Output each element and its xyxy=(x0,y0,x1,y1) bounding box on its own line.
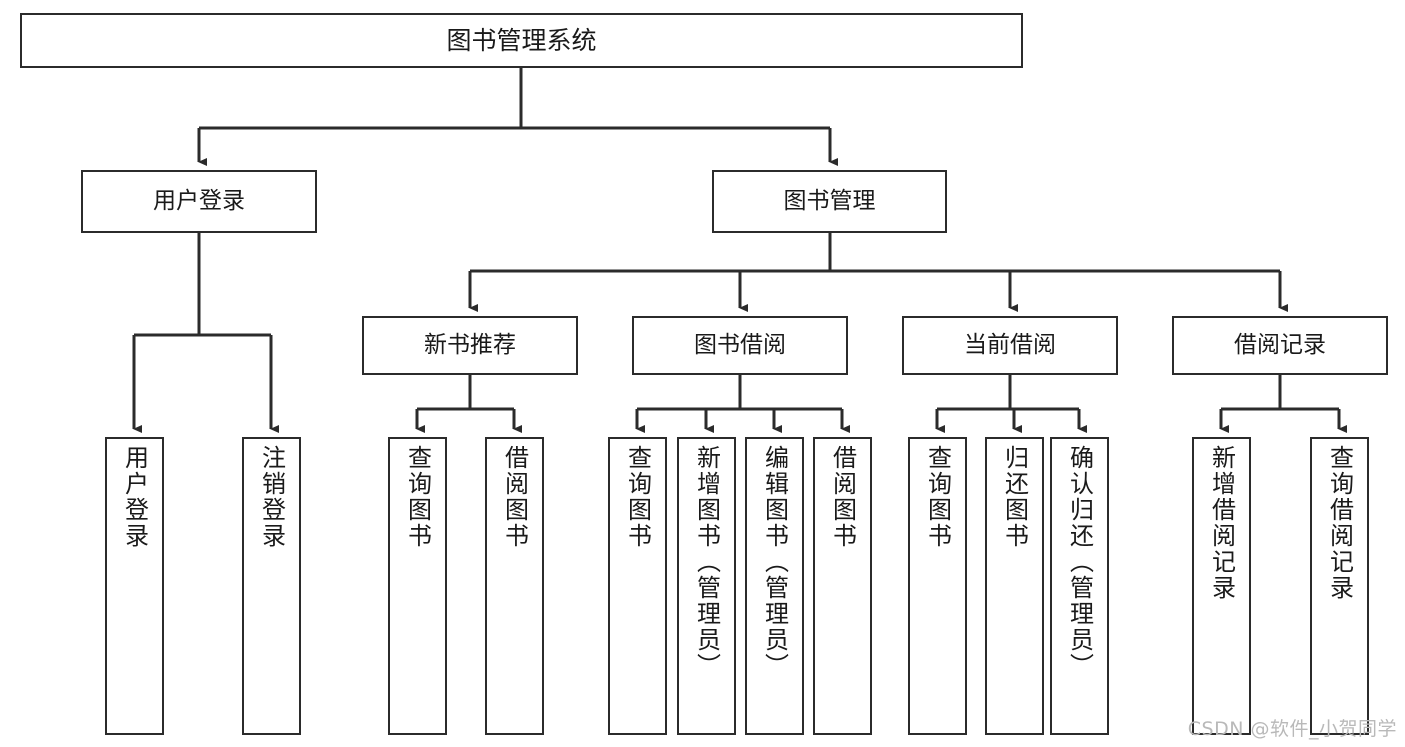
node-new-book-recommend-label: 新书推荐 xyxy=(424,331,516,358)
node-user-login-label: 用户登录 xyxy=(153,187,245,214)
leaf-edit-book[interactable]: 编辑图书（管理员） xyxy=(745,437,804,735)
node-book-manage-label: 图书管理 xyxy=(783,187,876,214)
leaf-query-borrow-record[interactable]: 查询借阅记录 xyxy=(1310,437,1369,735)
leaf-confirm-return[interactable]: 确认归还（管理员） xyxy=(1050,437,1109,735)
leaf-add-borrow-record-label: 新增借阅记录 xyxy=(1207,445,1236,601)
watermark: CSDN @软件_小贺同学 xyxy=(1187,718,1397,740)
leaf-add-book-label: 新增图书（管理员） xyxy=(692,445,721,679)
node-user-login[interactable]: 用户登录 xyxy=(81,170,317,233)
node-book-borrow-label: 图书借阅 xyxy=(694,331,786,358)
leaf-borrow-book-2-label: 借阅图书 xyxy=(828,445,857,549)
leaf-query-book-2-label: 查询图书 xyxy=(623,445,652,549)
node-root-label: 图书管理系统 xyxy=(446,25,597,55)
leaf-query-book-3-label: 查询图书 xyxy=(923,445,952,549)
leaf-query-book-1[interactable]: 查询图书 xyxy=(388,437,447,735)
leaf-borrow-book-2[interactable]: 借阅图书 xyxy=(813,437,872,735)
leaf-confirm-return-label: 确认归还（管理员） xyxy=(1065,445,1094,679)
node-borrow-record[interactable]: 借阅记录 xyxy=(1172,316,1388,375)
node-book-borrow[interactable]: 图书借阅 xyxy=(632,316,848,375)
leaf-edit-book-label: 编辑图书（管理员） xyxy=(760,445,789,679)
leaf-add-book[interactable]: 新增图书（管理员） xyxy=(677,437,736,735)
leaf-add-borrow-record[interactable]: 新增借阅记录 xyxy=(1192,437,1251,735)
leaf-query-book-2[interactable]: 查询图书 xyxy=(608,437,667,735)
leaf-query-book-1-label: 查询图书 xyxy=(403,445,432,549)
leaf-borrow-book-1[interactable]: 借阅图书 xyxy=(485,437,544,735)
leaf-return-book-label: 归还图书 xyxy=(1000,445,1029,549)
node-borrow-record-label: 借阅记录 xyxy=(1234,331,1326,358)
leaf-user-logout[interactable]: 注销登录 xyxy=(242,437,301,735)
leaf-return-book[interactable]: 归还图书 xyxy=(985,437,1044,735)
leaf-user-logout-label: 注销登录 xyxy=(257,445,286,549)
node-book-manage[interactable]: 图书管理 xyxy=(712,170,947,233)
leaf-user-login-label: 用户登录 xyxy=(120,445,149,549)
node-new-book-recommend[interactable]: 新书推荐 xyxy=(362,316,578,375)
leaf-user-login[interactable]: 用户登录 xyxy=(105,437,164,735)
node-current-borrow[interactable]: 当前借阅 xyxy=(902,316,1118,375)
node-current-borrow-label: 当前借阅 xyxy=(964,331,1056,358)
leaf-query-book-3[interactable]: 查询图书 xyxy=(908,437,967,735)
leaf-query-borrow-record-label: 查询借阅记录 xyxy=(1325,445,1354,601)
node-root[interactable]: 图书管理系统 xyxy=(20,13,1023,68)
leaf-borrow-book-1-label: 借阅图书 xyxy=(500,445,529,549)
